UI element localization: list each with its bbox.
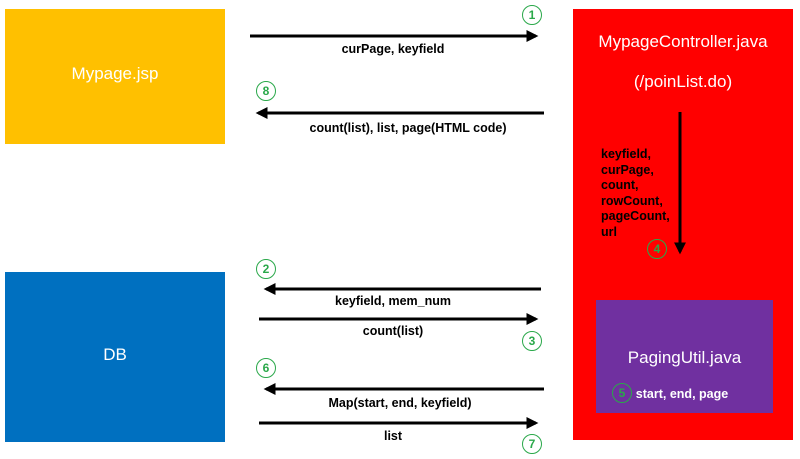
step-5-badge: 5 xyxy=(612,383,632,403)
mypage-jsp-box: Mypage.jsp xyxy=(5,9,225,144)
step-3-label: count(list) xyxy=(362,324,424,338)
step-4-param: keyfield, xyxy=(601,147,652,161)
step-5-label: start, end, page xyxy=(635,387,729,401)
paging-util-label: PagingUtil.java xyxy=(627,348,742,367)
step-8-label: count(list), list, page(HTML code) xyxy=(309,121,507,135)
step-4-param: curPage, xyxy=(601,162,654,177)
step-2-label: keyfield, mem_num xyxy=(334,294,452,308)
step-1-label: curPage, keyfield xyxy=(341,42,445,56)
step-4-param: pageCount, xyxy=(601,209,670,223)
mypage-jsp-label: Mypage.jsp xyxy=(71,64,159,83)
db-box: DB xyxy=(5,272,225,442)
controller-url-label: (/poinList.do) xyxy=(633,72,733,91)
step-3-badge: 3 xyxy=(522,331,542,351)
step-4-param: rowCount, xyxy=(601,193,663,208)
controller-label: MypageController.java xyxy=(598,32,768,51)
step-6-label: Map(start, end, keyfield) xyxy=(328,396,472,410)
step-8-badge: 8 xyxy=(256,81,276,101)
step-2-badge: 2 xyxy=(256,259,276,279)
step-1-badge: 1 xyxy=(522,5,542,25)
step-4-param: url xyxy=(601,224,617,239)
step-4-badge: 4 xyxy=(647,239,667,259)
step-7-badge: 7 xyxy=(522,434,542,454)
step-6-badge: 6 xyxy=(256,358,276,378)
step-7-label: list xyxy=(383,429,403,443)
step-4-params: keyfield, curPage, count, rowCount, page… xyxy=(601,147,670,240)
db-label: DB xyxy=(103,345,127,364)
step-4-param: count, xyxy=(601,178,639,192)
